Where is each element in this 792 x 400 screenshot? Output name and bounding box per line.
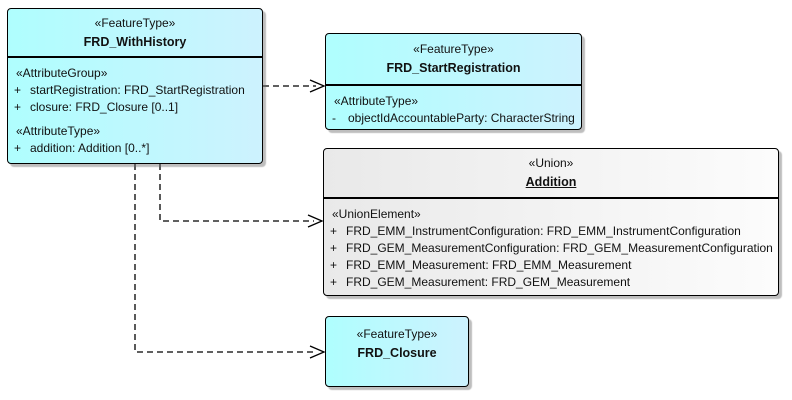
visibility-marker: + bbox=[330, 241, 338, 255]
attribute-row: + FRD_EMM_Measurement: FRD_EMM_Measureme… bbox=[324, 257, 778, 274]
stereotype-row: «AttributeType» bbox=[334, 94, 419, 108]
class-attributes: «AttributeType» - objectIdAccountablePar… bbox=[326, 84, 581, 127]
class-stereotype: «FeatureType» bbox=[94, 15, 176, 30]
class-header: «Union» Addition bbox=[324, 149, 778, 197]
stereotype-row: «AttributeGroup» bbox=[16, 66, 108, 80]
class-stereotype: «FeatureType» bbox=[413, 42, 494, 56]
visibility-marker: - bbox=[332, 111, 336, 125]
attribute-text: closure: FRD_Closure [0..1] bbox=[30, 100, 179, 114]
visibility-marker: + bbox=[330, 224, 338, 238]
class-attributes: «AttributeGroup» + startRegistration: FR… bbox=[8, 56, 262, 157]
visibility-marker: + bbox=[14, 83, 22, 97]
class-frd-withhistory[interactable]: «FeatureType» FRD_WithHistory «Attribute… bbox=[7, 8, 263, 164]
attribute-text: addition: Addition [0..*] bbox=[30, 141, 150, 155]
stereotype-row: «AttributeType» bbox=[16, 124, 101, 138]
attribute-row: + closure: FRD_Closure [0..1] bbox=[8, 99, 262, 116]
dependency-withhistory-to-closure[interactable] bbox=[134, 164, 326, 359]
attribute-text: FRD_GEM_Measurement: FRD_GEM_Measurement bbox=[346, 275, 631, 289]
attribute-row: + FRD_GEM_MeasurementConfiguration: FRD_… bbox=[324, 240, 778, 257]
attribute-text: startRegistration: FRD_StartRegistration bbox=[30, 83, 245, 97]
attribute-text: FRD_EMM_Measurement: FRD_EMM_Measurement bbox=[346, 258, 632, 272]
class-addition-union[interactable]: «Union» Addition «UnionElement» + FRD_EM… bbox=[323, 148, 779, 296]
class-header: «FeatureType» FRD_Closure bbox=[326, 317, 468, 386]
attribute-row: - objectIdAccountableParty: CharacterStr… bbox=[326, 110, 581, 127]
class-stereotype: «Union» bbox=[528, 156, 574, 170]
class-attributes: «UnionElement» + FRD_EMM_InstrumentConfi… bbox=[324, 197, 778, 291]
attribute-text: FRD_EMM_InstrumentConfiguration: FRD_EMM… bbox=[346, 224, 741, 238]
dependency-withhistory-to-startregistration[interactable] bbox=[263, 79, 326, 93]
class-name: FRD_StartRegistration bbox=[386, 61, 521, 75]
class-frd-closure[interactable]: «FeatureType» FRD_Closure bbox=[325, 316, 469, 387]
stereotype-row: «UnionElement» bbox=[332, 207, 421, 221]
class-header: «FeatureType» FRD_StartRegistration bbox=[326, 34, 581, 84]
visibility-marker: + bbox=[330, 275, 338, 289]
attribute-row: + addition: Addition [0..*] bbox=[8, 140, 262, 157]
class-name: FRD_WithHistory bbox=[83, 34, 187, 49]
visibility-marker: + bbox=[14, 141, 22, 155]
class-stereotype: «FeatureType» bbox=[356, 327, 438, 341]
attribute-text: objectIdAccountableParty: CharacterStrin… bbox=[348, 111, 575, 125]
attribute-row: + startRegistration: FRD_StartRegistrati… bbox=[8, 82, 262, 99]
class-name: Addition bbox=[525, 175, 577, 189]
dependency-withhistory-to-addition[interactable] bbox=[159, 164, 324, 228]
class-name: FRD_Closure bbox=[357, 346, 437, 360]
attribute-row: + FRD_GEM_Measurement: FRD_GEM_Measureme… bbox=[324, 274, 778, 291]
visibility-marker: + bbox=[14, 100, 22, 114]
attribute-text: FRD_GEM_MeasurementConfiguration: FRD_GE… bbox=[346, 241, 773, 255]
visibility-marker: + bbox=[330, 258, 338, 272]
class-frd-startregistration[interactable]: «FeatureType» FRD_StartRegistration «Att… bbox=[325, 33, 582, 130]
class-header: «FeatureType» FRD_WithHistory bbox=[8, 9, 262, 56]
attribute-row: + FRD_EMM_InstrumentConfiguration: FRD_E… bbox=[324, 223, 778, 240]
